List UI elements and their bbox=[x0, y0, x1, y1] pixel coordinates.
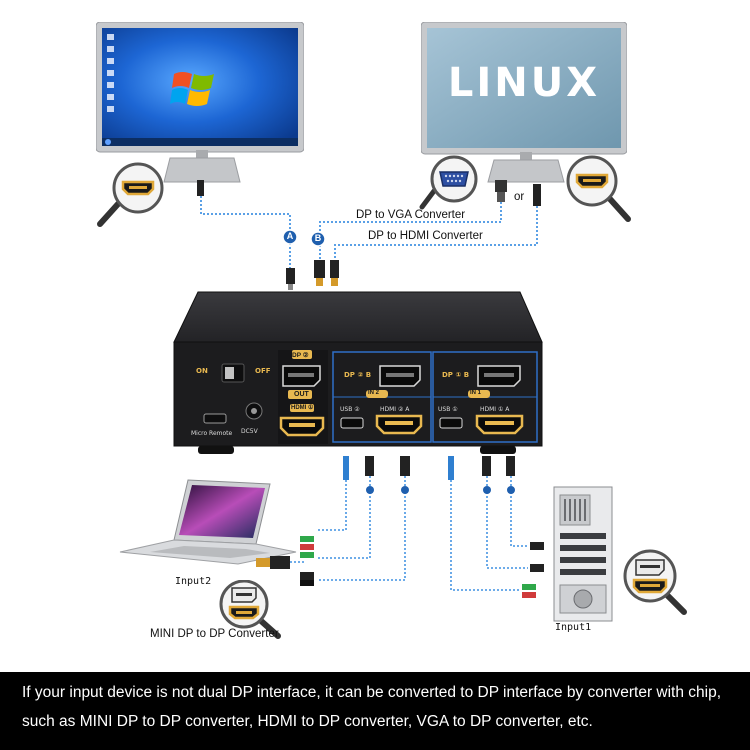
or-label: or bbox=[514, 191, 525, 203]
in2-badge-label: IN 2 bbox=[368, 390, 380, 396]
linux-screen-text: LINUX bbox=[447, 60, 601, 106]
dc5v-label: DC5V bbox=[241, 428, 258, 435]
laptop-hdmi-plug bbox=[256, 556, 306, 569]
power-switch-icon bbox=[221, 363, 245, 383]
top-cables bbox=[197, 180, 541, 290]
magnifier-icon bbox=[97, 162, 164, 227]
marker-badges bbox=[282, 229, 326, 247]
out-hdmi-label: HDMI ① bbox=[291, 405, 314, 411]
out-dp-label: DP ② bbox=[292, 352, 309, 359]
hdmi-port-icon bbox=[121, 180, 155, 196]
marker-a-label: A bbox=[286, 231, 294, 241]
kvm-switch-body bbox=[173, 291, 543, 454]
dp-to-vga-label: DP to VGA Converter bbox=[356, 209, 466, 221]
hdmi-port-icon bbox=[279, 416, 325, 437]
hdmi-port-icon bbox=[632, 578, 668, 594]
hdmi-port-icon bbox=[228, 605, 260, 620]
laptop-input2 bbox=[119, 479, 297, 565]
dp-to-hdmi-label: DP to HDMI Converter bbox=[368, 230, 483, 242]
micro-remote-label: Micro Remote bbox=[191, 430, 233, 437]
magnifier-icon bbox=[566, 155, 631, 222]
mini-dp-converter-label: MINI DP to DP Converter bbox=[150, 628, 279, 640]
vga-port-icon bbox=[439, 171, 469, 187]
caption-line-1: If your input device is not dual DP inte… bbox=[22, 684, 722, 701]
magnifier-icon bbox=[623, 549, 687, 615]
power-off-label: OFF bbox=[255, 367, 271, 375]
in1-dp-label: DP ① B bbox=[442, 371, 470, 379]
input2-label: Input2 bbox=[175, 576, 212, 587]
desktop-tower-input1 bbox=[553, 486, 613, 622]
in1-badge-label: IN 1 bbox=[470, 390, 482, 396]
caption-line-2: such as MINI DP to DP converter, HDMI to… bbox=[22, 713, 593, 730]
hdmi-port-icon bbox=[575, 173, 609, 189]
input1-label: Input1 bbox=[555, 622, 592, 633]
caption-banner: If your input device is not dual DP inte… bbox=[0, 672, 750, 750]
in2-hdmi-label: HDMI ② A bbox=[380, 406, 410, 413]
in2-dp-label: DP ② B bbox=[344, 371, 372, 379]
magnifier-icon bbox=[419, 155, 478, 210]
dp-port-icon bbox=[231, 587, 257, 603]
monitor-left-stand bbox=[163, 150, 241, 183]
in1-usb-label: USB ① bbox=[438, 406, 458, 413]
bottom-cables bbox=[300, 456, 544, 598]
dp-port-icon bbox=[282, 365, 321, 387]
power-on-label: ON bbox=[196, 367, 208, 375]
out-badge-label: OUT bbox=[294, 391, 309, 398]
magnifier-icon bbox=[219, 580, 281, 639]
marker-b-label: B bbox=[314, 233, 322, 243]
in1-hdmi-label: HDMI ① A bbox=[480, 406, 510, 413]
in2-usb-label: USB ② bbox=[340, 406, 360, 413]
monitor-right-stand bbox=[487, 152, 565, 183]
kvm-connection-diagram: LINUX bbox=[95, 21, 687, 640]
dp-port-icon bbox=[635, 559, 665, 576]
windows-logo-icon bbox=[170, 64, 220, 114]
